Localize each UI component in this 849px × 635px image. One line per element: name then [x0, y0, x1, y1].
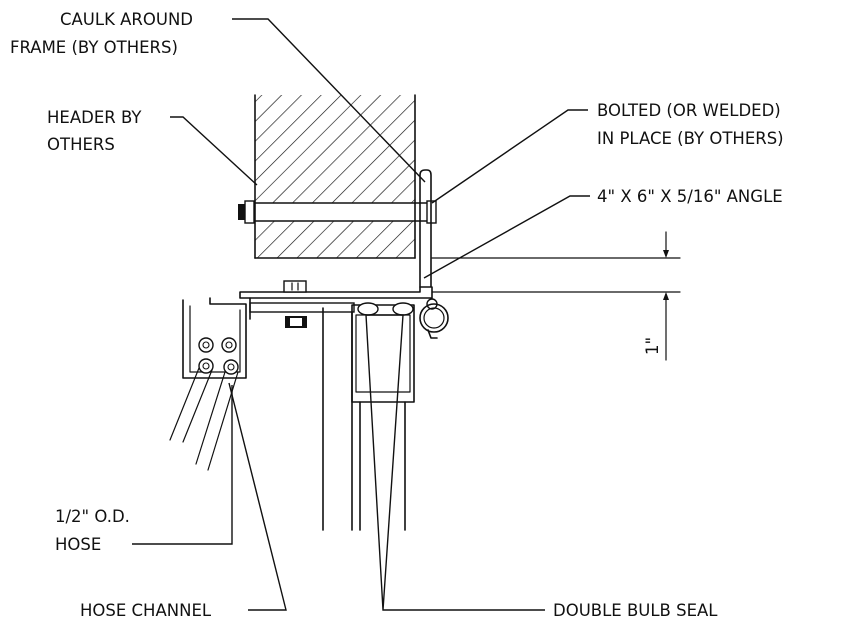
header-label-line2: OTHERS: [47, 135, 115, 154]
caulk-label-line2: FRAME (BY OTHERS): [10, 38, 178, 57]
through-bolt: [238, 200, 437, 224]
clamp-bolt: [249, 280, 355, 328]
tube-clamp: [419, 298, 449, 339]
header-label-line1: HEADER BY: [47, 108, 142, 127]
steel-angle: [239, 169, 433, 299]
annotations: CAULK AROUND FRAME (BY OTHERS) HEADER BY…: [10, 10, 784, 620]
hoses: [169, 367, 239, 471]
hose-channel: [182, 297, 247, 379]
angle-label: 4" X 6" X 5/16" ANGLE: [597, 187, 783, 206]
hose-channel-label: HOSE CHANNEL: [80, 601, 212, 620]
bolted-label-line1: BOLTED (OR WELDED): [597, 101, 781, 120]
hose-label-line1: 1/2" O.D.: [55, 507, 130, 526]
double-bulb-seal: [322, 302, 415, 531]
bolted-label-line2: IN PLACE (BY OTHERS): [597, 129, 784, 148]
leader-lines: [132, 18, 590, 611]
double-bulb-seal-label: DOUBLE BULB SEAL: [553, 601, 718, 620]
caulk-label-line1: CAULK AROUND: [60, 10, 193, 29]
dimension-label: 1": [643, 337, 662, 355]
hose-label-line2: HOSE: [55, 535, 101, 554]
header-wall: [254, 94, 416, 259]
dimension-1in: 1": [431, 231, 681, 361]
